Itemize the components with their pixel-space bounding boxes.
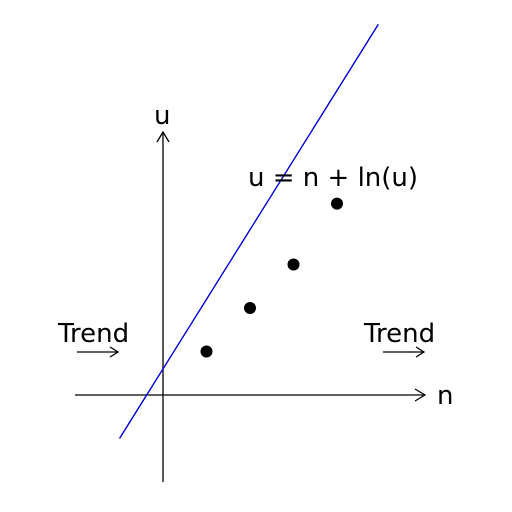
- data-point-2: [244, 302, 256, 314]
- data-point-1: [200, 345, 213, 358]
- x-axis-arrowhead: [414, 388, 427, 402]
- trend-arrow-left-head: [109, 346, 120, 358]
- data-point-3: [287, 258, 300, 271]
- x-axis-label: n: [437, 381, 453, 411]
- data-point-4: [331, 197, 343, 210]
- trend-label-right: Trend: [363, 319, 435, 349]
- y-axis-arrowhead: [156, 130, 170, 143]
- trend-arrow-right-head: [415, 346, 426, 358]
- trend-line: [118, 24, 379, 439]
- y-axis-label: u: [154, 101, 170, 131]
- trend-label-left: Trend: [57, 319, 129, 349]
- data-points: [200, 197, 343, 358]
- equation-label: u = n + ln(u): [248, 163, 418, 193]
